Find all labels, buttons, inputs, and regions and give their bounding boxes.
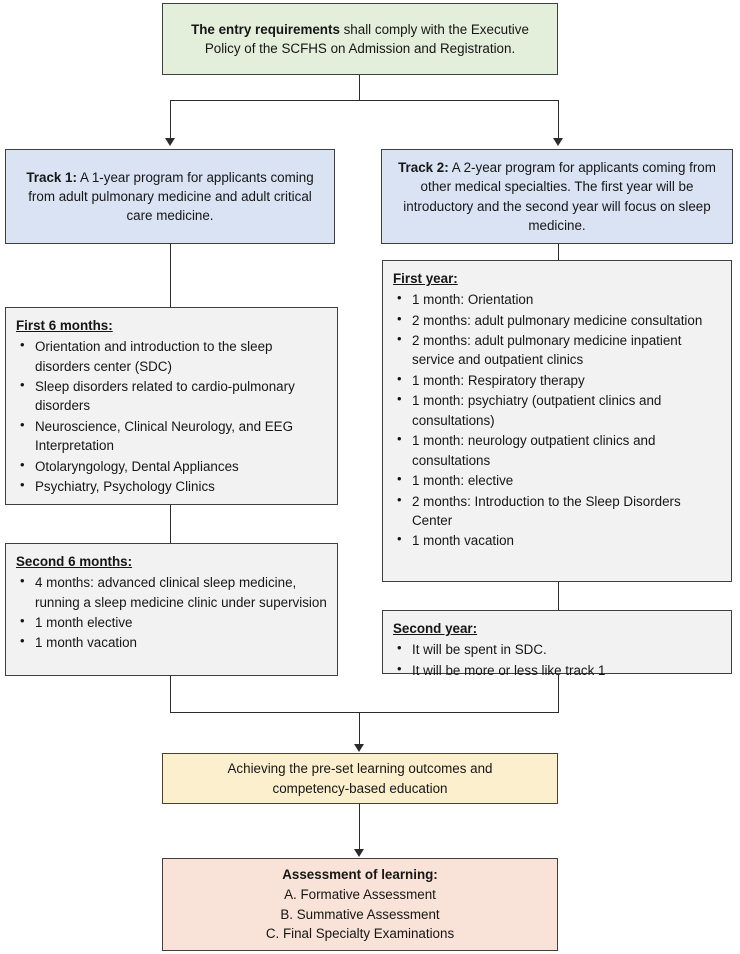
- second-6-months-box: Second 6 months: 4 months: advanced clin…: [5, 543, 338, 676]
- list-item: Sleep disorders related to cardio-pulmon…: [15, 376, 328, 416]
- connector-entry-down: [359, 75, 360, 100]
- learning-outcomes-line2: competency-based education: [272, 780, 448, 796]
- track1-rest: A 1-year program for applicants coming f…: [28, 169, 314, 224]
- list-item: 1 month: neurology outpatient clinics an…: [392, 430, 722, 470]
- second-year-box: Second year: It will be spent in SDC. It…: [382, 610, 732, 679]
- list-item: 1 month vacation: [15, 632, 328, 652]
- track2-rest: A 2-year program for applicants coming f…: [403, 160, 716, 233]
- connector-firstyear-to-secondyear: [558, 582, 559, 610]
- list-item: 2 months: Introduction to the Sleep Diso…: [392, 491, 722, 531]
- connector-track2-to-firstyear: [558, 244, 559, 260]
- track2-lead: Track 2:: [398, 160, 449, 176]
- first-6-months-box: First 6 months: Orientation and introduc…: [5, 307, 338, 505]
- connector-merge-horizontal: [170, 712, 559, 713]
- list-item: 1 month elective: [15, 612, 328, 632]
- connector-track1-to-first6: [170, 244, 171, 307]
- connector-merge-down: [359, 712, 360, 744]
- list-item: 1 month: psychiatry (outpatient clinics …: [392, 390, 722, 430]
- arrowhead-to-track2: [553, 138, 563, 146]
- track1-text: Track 1: A 1-year program for applicants…: [18, 168, 322, 225]
- second-6-months-heading: Second 6 months:: [16, 554, 133, 569]
- assessment-item-a: A. Formative Assessment: [284, 886, 436, 902]
- arrowhead-to-track1: [165, 138, 175, 146]
- first-6-months-list: Orientation and introduction to the slee…: [15, 336, 328, 497]
- assessment-box: Assessment of learning: A. Formative Ass…: [162, 858, 558, 951]
- list-item: 4 months: advanced clinical sleep medici…: [15, 572, 328, 612]
- entry-requirements-rest: shall comply with the Executive Policy o…: [204, 21, 529, 56]
- track2-box: Track 2: A 2-year program for applicants…: [381, 149, 733, 244]
- connector-second6-down: [170, 676, 171, 712]
- track1-lead: Track 1:: [26, 169, 77, 185]
- arrowhead-to-outcomes: [354, 744, 364, 752]
- entry-requirements-box: The entry requirements shall comply with…: [162, 3, 558, 75]
- list-item: Otolaryngology, Dental Appliances: [15, 456, 328, 476]
- second-year-heading: Second year:: [393, 621, 478, 636]
- entry-requirements-lead: The entry requirements: [191, 21, 340, 37]
- assessment-item-b: B. Summative Assessment: [280, 906, 440, 922]
- first-year-box: First year: 1 month: Orientation 2 month…: [382, 260, 732, 582]
- connector-split-horizontal: [170, 100, 559, 101]
- connector-first6-to-second6: [170, 505, 171, 543]
- connector-split-left-down: [170, 100, 171, 138]
- connector-outcomes-to-assessment: [359, 804, 360, 849]
- second-6-months-list: 4 months: advanced clinical sleep medici…: [15, 572, 328, 653]
- connector-secondyear-down: [558, 674, 559, 712]
- assessment-item-c: C. Final Specialty Examinations: [265, 926, 455, 942]
- list-item: 1 month: Orientation: [392, 289, 722, 309]
- list-item: 1 month vacation: [392, 530, 722, 550]
- arrowhead-to-assessment: [354, 849, 364, 857]
- list-item: 2 months: adult pulmonary medicine inpat…: [392, 330, 722, 370]
- assessment-heading: Assessment of learning:: [282, 867, 438, 883]
- list-item: 1 month: elective: [392, 470, 722, 490]
- list-item: It will be more or less like track 1: [392, 660, 722, 680]
- list-item: It will be spent in SDC.: [392, 639, 722, 659]
- list-item: Neuroscience, Clinical Neurology, and EE…: [15, 416, 328, 456]
- learning-outcomes-box: Achieving the pre-set learning outcomes …: [162, 753, 558, 804]
- list-item: 1 month: Respiratory therapy: [392, 370, 722, 390]
- track2-text: Track 2: A 2-year program for applicants…: [393, 158, 721, 235]
- track1-box: Track 1: A 1-year program for applicants…: [5, 149, 335, 244]
- connector-split-right-down: [558, 100, 559, 138]
- list-item: Orientation and introduction to the slee…: [15, 336, 328, 376]
- first-6-months-heading: First 6 months:: [16, 318, 113, 333]
- second-year-list: It will be spent in SDC. It will be more…: [392, 639, 722, 680]
- first-year-heading: First year:: [393, 271, 458, 286]
- first-year-list: 1 month: Orientation 2 months: adult pul…: [392, 289, 722, 551]
- list-item: Psychiatry, Psychology Clinics: [15, 476, 328, 496]
- list-item: 2 months: adult pulmonary medicine consu…: [392, 310, 722, 330]
- learning-outcomes-line1: Achieving the pre-set learning outcomes …: [227, 761, 493, 777]
- entry-requirements-text: The entry requirements shall comply with…: [177, 20, 543, 58]
